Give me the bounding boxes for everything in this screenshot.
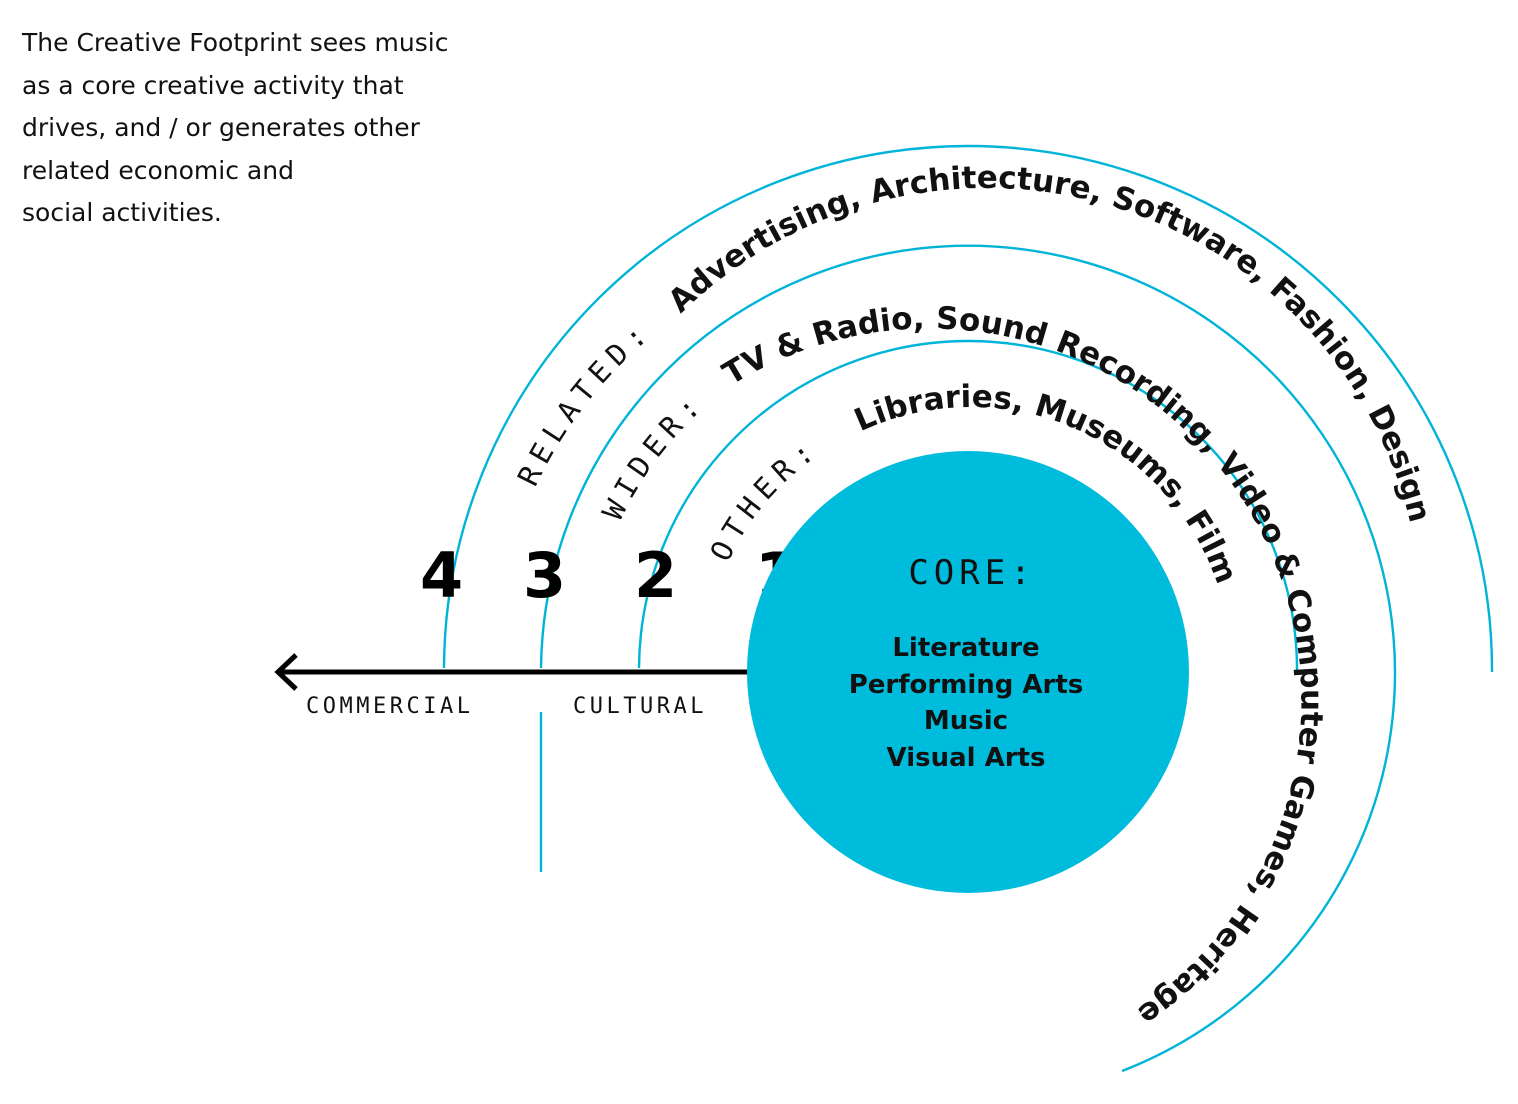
core-item: Music (924, 706, 1008, 736)
ring-wider (539, 244, 1397, 1073)
intro-line: drives, and / or generates other (22, 113, 420, 142)
ring-other (637, 339, 1299, 673)
intro-line: as a core creative activity that (22, 70, 404, 100)
axis-label-cultural: CULTURAL (573, 694, 707, 719)
ring-number-2: 2 (634, 539, 677, 612)
intro-line: social activities. (22, 198, 222, 227)
ring-wider-items: TV & Radio, Sound Recording, Video & Com… (0, 0, 1329, 1039)
core-label: CORE: (908, 553, 1035, 593)
intro-text: The Creative Footprint sees music as a c… (22, 22, 502, 235)
ring-number-4: 4 (420, 539, 463, 612)
intro-line: The Creative Footprint sees music (22, 28, 449, 57)
ring-related (442, 144, 1494, 673)
intro-line: related economic and (22, 155, 294, 185)
core-circle (747, 451, 1189, 893)
core-item: Literature (892, 633, 1039, 663)
ring-number-3: 3 (523, 539, 566, 612)
arrow-left-icon (274, 653, 298, 691)
ring-wider-label: WIDER: (595, 385, 711, 525)
axis-label-commercial: COMMERCIAL (306, 694, 473, 719)
core-item: Performing Arts (849, 670, 1084, 700)
core-item: Visual Arts (887, 743, 1046, 773)
